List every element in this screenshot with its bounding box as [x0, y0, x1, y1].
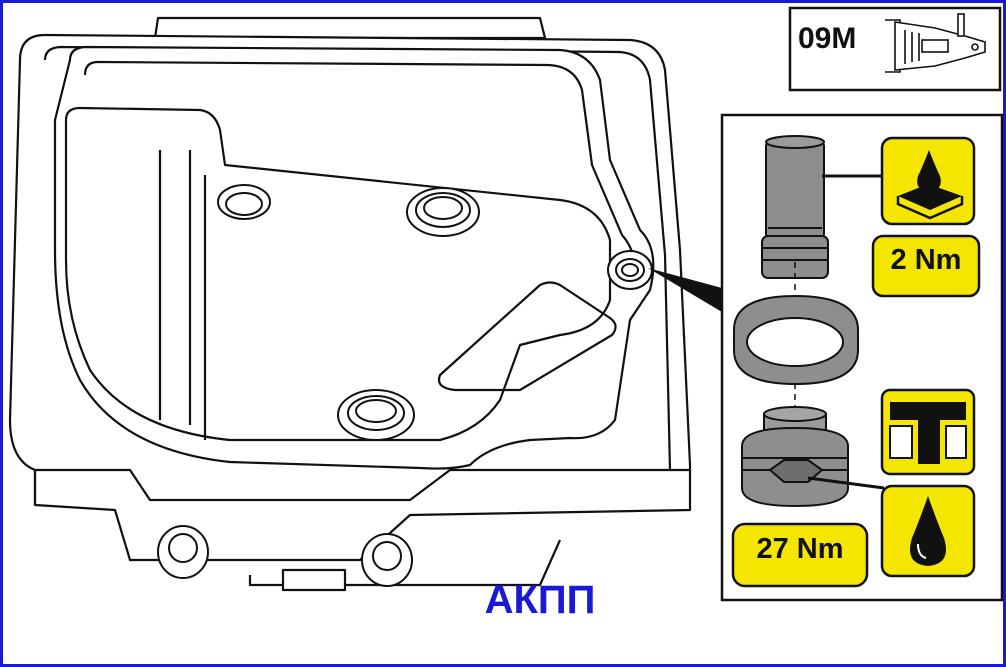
oil-pan-drawing: [8, 16, 692, 592]
filler-tube: [761, 135, 884, 279]
gearbox-code: 09M: [798, 22, 857, 55]
gearbox-icon: [885, 13, 986, 73]
drain-plug: [741, 406, 885, 508]
diagram-caption: АКПП: [484, 578, 596, 622]
torque-badge-large: [731, 522, 869, 588]
callout-pointer: [648, 268, 722, 312]
oil-drop-icon: [880, 484, 976, 578]
seal-replace-icon: [880, 388, 976, 476]
pan-bosses: [157, 184, 653, 587]
torque-value-filler-tube: 2 Nm: [890, 244, 962, 276]
torque-badge-small: [871, 234, 981, 298]
oil-level-icon: [880, 136, 976, 226]
seal-ring: [733, 294, 859, 386]
torque-value-drain-plug: 27 Nm: [756, 533, 844, 565]
